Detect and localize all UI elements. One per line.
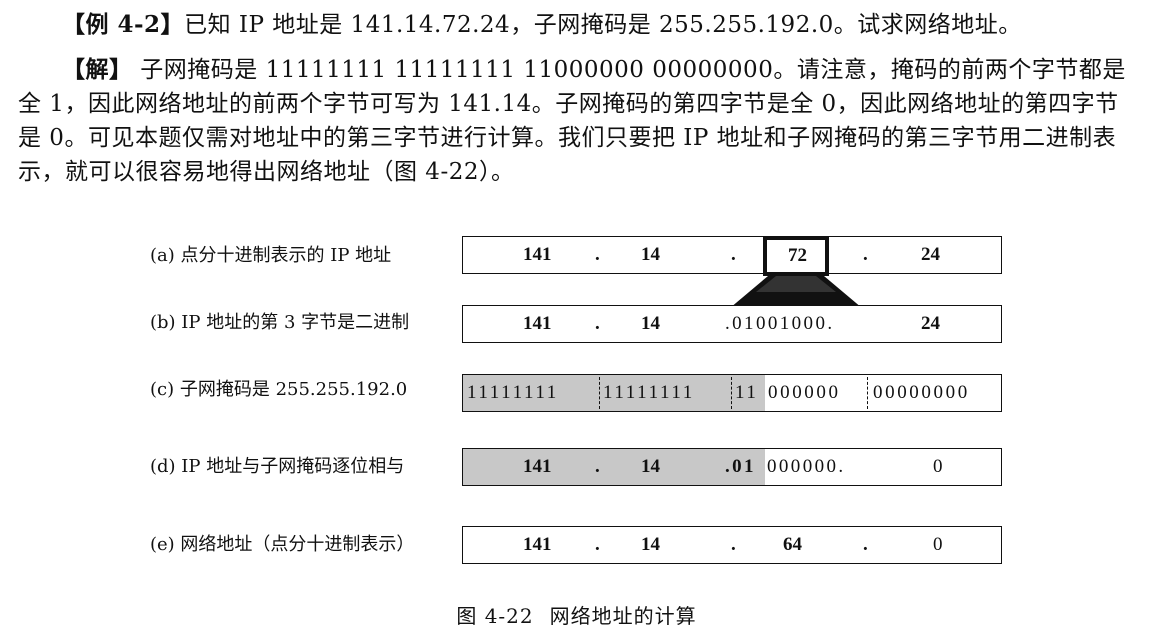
row-a-label: (a) 点分十进制表示的 IP 地址 (150, 245, 392, 266)
row-a-dot2: . (731, 244, 736, 265)
row-e-box: 141 . 14 . 64 . 0 (462, 526, 1002, 564)
caption-number: 图 4-22 (456, 604, 534, 628)
mask-ones-shading (463, 375, 765, 411)
row-e-dot3: . (863, 534, 868, 555)
row-a-dot1: . (595, 244, 600, 265)
row-c-box: 11111111 11111111 11 000000 00000000 (462, 374, 1002, 412)
byte-separator (731, 377, 732, 409)
solution-text: 子网掩码是 11111111 11111111 11000000 0000000… (18, 57, 1126, 185)
row-b-label: (b) IP 地址的第 3 字节是二进制 (150, 312, 410, 333)
row-e-byte3: 64 (783, 534, 802, 555)
row-d-byte3-zeros: 000000. (767, 456, 846, 477)
row-b-dot1: . (595, 313, 600, 334)
solution-tag: 【解】 (62, 56, 133, 83)
mask-byte3-zeros: 000000 (768, 382, 841, 403)
row-a-byte3: 72 (788, 245, 807, 266)
row-d-byte4: 0 (933, 456, 943, 477)
byte-separator (867, 377, 868, 409)
figure-caption: 图 4-22 网络地址的计算 (0, 600, 1153, 629)
row-d-label: (d) IP 地址与子网掩码逐位相与 (150, 456, 405, 477)
example-paragraph: 【例 4-2】已知 IP 地址是 141.14.72.24，子网掩码是 255.… (18, 8, 1136, 42)
row-a-dot3: . (863, 244, 868, 265)
row-d-box: 141 . 14 .01 000000. 0 (462, 448, 1002, 486)
row-b-byte3-binary: .01001000. (725, 313, 835, 334)
mask-byte3-ones: 11 (735, 382, 759, 403)
row-a-box: 141 . 14 . . 24 (462, 236, 1002, 274)
row-a-byte2: 14 (641, 244, 660, 265)
row-e-dot1: . (595, 534, 600, 555)
mask-byte2-bits: 11111111 (603, 382, 695, 403)
row-e-label: (e) 网络地址（点分十进制表示） (150, 534, 415, 555)
highlight-third-byte: 72 (763, 236, 829, 276)
row-b-box: 141 . 14 .01001000. 24 (462, 305, 1002, 343)
row-e-byte1: 141 (523, 534, 552, 555)
mask-byte4-bits: 00000000 (873, 382, 970, 403)
solution-paragraph: 【解】 子网掩码是 11111111 11111111 11000000 000… (18, 53, 1136, 189)
mask-byte1-bits: 11111111 (467, 382, 559, 403)
row-d-byte2: 14 (641, 456, 660, 477)
byte-separator (599, 377, 600, 409)
row-a-byte4: 24 (921, 244, 940, 265)
row-d-byte1: 141 (523, 456, 552, 477)
row-b-byte1: 141 (523, 313, 552, 334)
result-shading (463, 449, 765, 485)
row-d-byte3-kept: .01 (725, 456, 756, 477)
row-d-dot1: . (595, 456, 600, 477)
row-b-byte4: 24 (921, 313, 940, 334)
caption-title: 网络地址的计算 (549, 604, 697, 628)
row-c-label: (c) 子网掩码是 255.255.192.0 (150, 379, 408, 400)
row-b-byte2: 14 (641, 313, 660, 334)
row-e-byte2: 14 (641, 534, 660, 555)
row-a-byte1: 141 (523, 244, 552, 265)
row-e-byte4: 0 (933, 534, 943, 555)
row-e-dot2: . (731, 534, 736, 555)
example-text: 已知 IP 地址是 141.14.72.24，子网掩码是 255.255.192… (184, 12, 1022, 38)
example-tag: 【例 4-2】 (62, 11, 185, 38)
